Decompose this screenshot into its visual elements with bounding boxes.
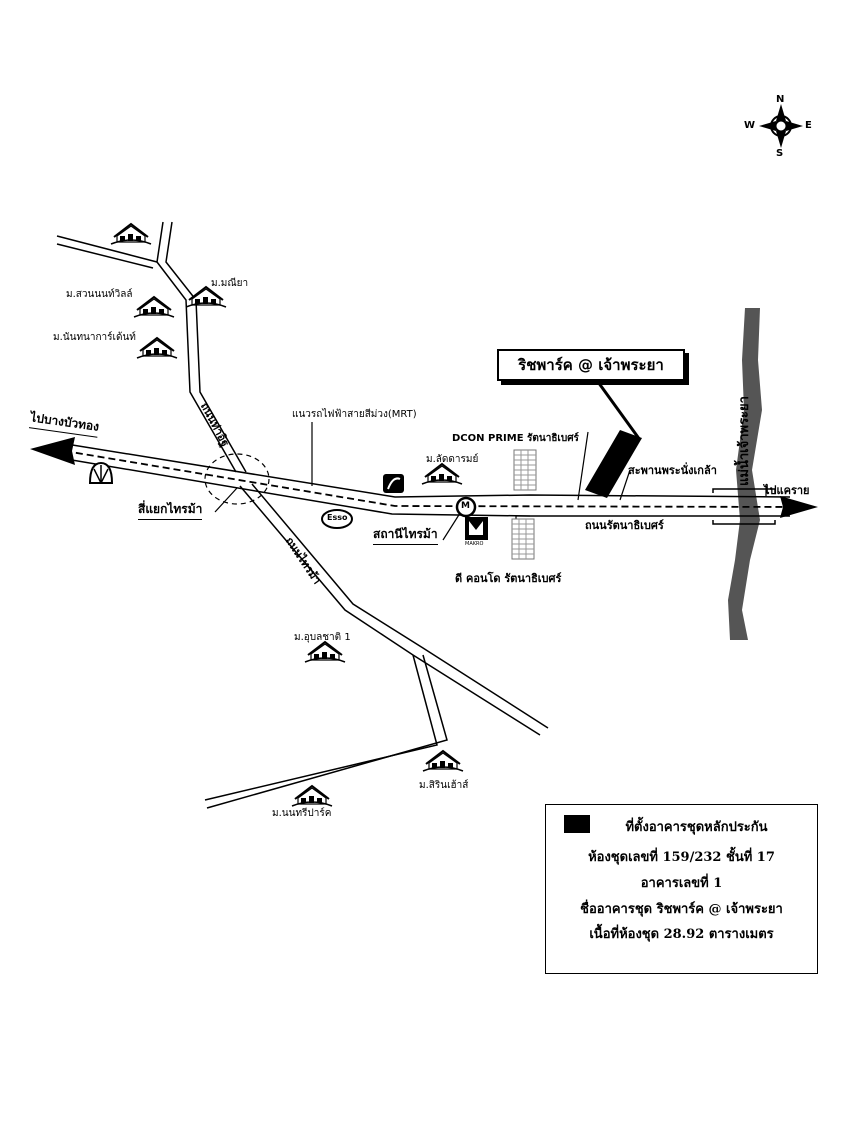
sai-ma-station-label: สถานีไทรม้า [373,525,438,545]
dcon-prime-label: DCON PRIME รัตนาธิเบศร์ [452,433,579,444]
metro-station-icon [455,496,477,518]
house-icon [136,337,178,359]
to-khae-rai-label: ไปแคราย [764,484,810,497]
house-icon [291,785,333,807]
d-condo-label: ดี คอนโด รัตนาธิเบศร์ [455,572,562,585]
compass-icon [759,104,803,148]
nanthanagarden-label: ม.นันทนาการ์เด้นท์ [53,332,136,343]
house-icon [422,750,464,772]
sai-ma-intersection-label: สี่แยกไทรม้า [138,500,203,520]
compass-west-label: W [744,120,756,131]
house-icon [110,223,152,245]
suan-nonthaville-label: ม.สวนนนท์วิลล์ [66,289,133,300]
intersection-circle [204,453,270,505]
mrt-line [64,450,801,508]
makro-logo-icon [465,517,488,540]
legend-line-1: ที่ตั้งอาคารชุดหลักประกัน [625,820,768,835]
chao-phraya-river [728,308,762,640]
mrt-line-label: แนวรถไฟฟ้าสายสีม่วง(MRT) [292,409,417,420]
esso-text: Esso [327,513,348,522]
nonthripark-label: ม.นนทรีปาร์ค [272,808,332,819]
ratanathibet-road-label: ถนนรัตนาธิเบศร์ [585,519,664,532]
bridge-marker [712,488,776,525]
metro-text: M [461,501,470,511]
dcon-prime-building-icon [513,449,537,491]
latdaram-label: ม.ลัดดารมย์ [426,454,479,465]
house-icon [421,463,463,485]
river-label: แม่น้ำเจ้าพระยา [737,396,752,486]
compass-south-label: S [776,148,784,159]
bridge-label: สะพานพระนั่งเกล้า [628,464,717,477]
makro-text: MAKRO [465,541,484,547]
ubonchat-label: ม.อุบลชาติ 1 [294,632,351,643]
house-icon [133,296,175,318]
legend-line-2: ห้องชุดเลขที่ 159/232 ชั้นที่ 17 [588,850,775,865]
arrow-east [780,496,818,518]
legend-line-5: เนื้อที่ห้องชุด 28.92 ตารางเมตร [589,927,774,942]
legend-line-3: อาคารเลขที่ 1 [640,876,723,891]
project-marker [585,374,642,498]
legend-box: ที่ตั้งอาคารชุดหลักประกัน ห้องชุดเลขที่ … [545,804,818,974]
house-icon [304,641,346,663]
arrow-west [30,437,75,465]
d-condo-building-icon [511,518,535,560]
legend-line-4: ชื่ออาคารชุด ริชพาร์ค @ เจ้าพระยา [580,902,783,917]
legend-swatch [564,815,590,833]
compass-east-label: E [805,120,812,131]
compass-north-label: N [776,94,785,105]
esso-logo-icon [321,509,353,529]
ptt-logo-icon [383,474,404,493]
sai-ma-road [204,483,549,809]
maneeya-label: ม.มณียา [211,278,249,289]
sirinhouse-label: ม.สิรินเฮ้าส์ [419,780,469,791]
project-name-box: ริชพาร์ค @ เจ้าพระยา [497,349,685,381]
shell-logo-icon [88,461,114,484]
